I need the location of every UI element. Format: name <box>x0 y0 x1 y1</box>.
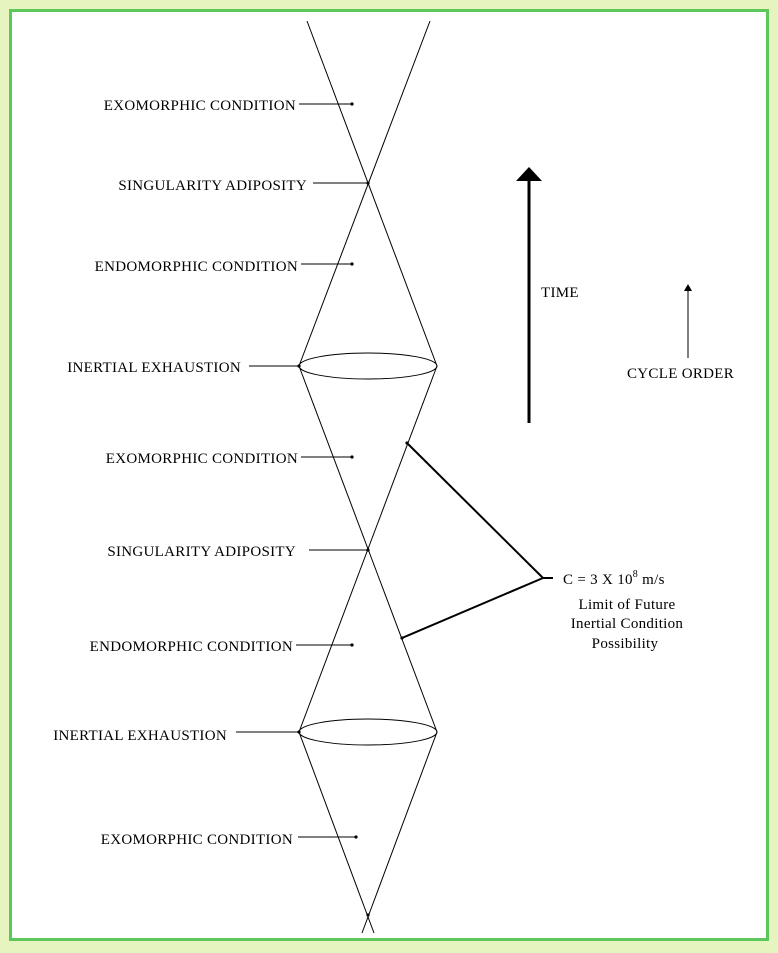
speed-unit: m/s <box>638 572 665 588</box>
point-dot <box>366 548 370 552</box>
cycle-order-arrow-icon <box>684 284 692 291</box>
time-arrow-icon <box>516 167 542 423</box>
point-dot <box>350 455 354 459</box>
cone-line <box>361 731 438 934</box>
point-dot <box>405 441 409 445</box>
label-singularity-2: SINGULARITY ADIPOSITY <box>107 544 296 560</box>
inertial-ellipse <box>298 718 438 746</box>
time-label: TIME <box>541 285 579 301</box>
point-dot <box>366 913 370 917</box>
point-dot <box>350 262 354 266</box>
cycle-order-label: CYCLE ORDER <box>627 366 734 382</box>
label-endomorphic-2: ENDOMORPHIC CONDITION <box>90 639 293 655</box>
limit-line-1: Limit of Future <box>579 597 676 613</box>
point-dot <box>354 835 358 839</box>
label-exomorphic-2: EXOMORPHIC CONDITION <box>106 451 298 467</box>
label-exomorphic-3: EXOMORPHIC CONDITION <box>101 832 293 848</box>
point-dot <box>366 181 370 185</box>
label-exomorphic-1: EXOMORPHIC CONDITION <box>104 98 296 114</box>
cone-line <box>298 731 375 934</box>
label-inertial-1: INERTIAL EXHAUSTION <box>67 360 241 376</box>
limit-line-2: Inertial Condition <box>571 616 684 632</box>
diagram-frame <box>9 9 769 941</box>
limit-line <box>401 577 544 639</box>
point-dot <box>350 643 354 647</box>
point-dot <box>350 102 354 106</box>
point-dot <box>297 730 301 734</box>
cone-line <box>306 20 438 367</box>
cone-line <box>298 20 431 367</box>
label-singularity-1: SINGULARITY ADIPOSITY <box>118 178 307 194</box>
limit-line-3: Possibility <box>592 636 659 652</box>
limit-line <box>406 442 544 579</box>
label-inertial-2: INERTIAL EXHAUSTION <box>53 728 227 744</box>
speed-formula: C = 3 X 108 m/s <box>563 569 665 588</box>
speed-exponent: 8 <box>633 569 638 580</box>
speed-prefix: C = 3 X 10 <box>563 572 633 588</box>
inertial-ellipse <box>298 352 438 380</box>
point-dot <box>400 636 404 640</box>
point-dot <box>297 364 301 368</box>
label-endomorphic-1: ENDOMORPHIC CONDITION <box>95 259 298 275</box>
